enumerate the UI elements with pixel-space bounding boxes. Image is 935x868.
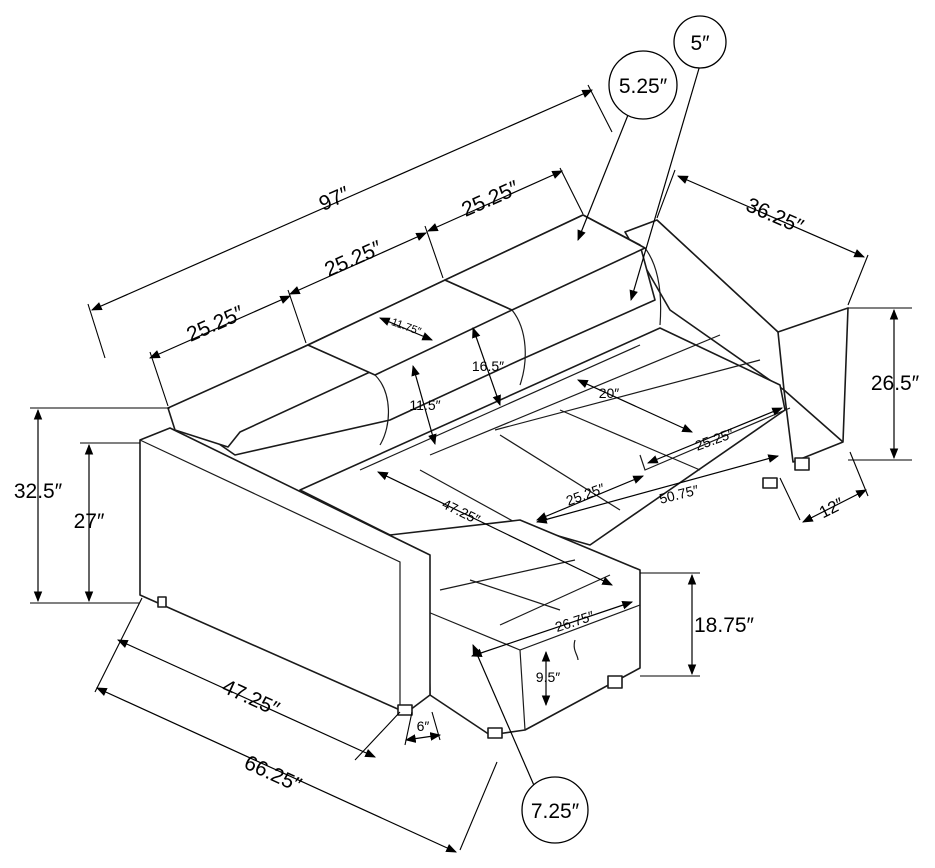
label-back-cushion-1: 25.25″: [183, 301, 248, 346]
label-arm-height: 26.5″: [871, 372, 920, 395]
label-overall-width: 97″: [316, 182, 354, 216]
dimension-lines: [30, 64, 912, 853]
callouts: [521, 15, 727, 844]
label-headrest-height: 16.5″: [472, 358, 504, 374]
label-5: 5″: [690, 32, 710, 55]
label-seat-height: 27″: [74, 510, 105, 533]
label-storage-depth: 9.5″: [536, 669, 560, 685]
label-leg-offset: 12″: [816, 494, 847, 522]
label-ottoman-height: 18.75″: [694, 614, 755, 637]
label-total-length: 66.25″: [241, 751, 306, 797]
label-leg-small: 6″: [417, 718, 430, 734]
sofa-illustration: [139, 214, 849, 739]
label-back-cushion-3: 25.25″: [458, 176, 523, 221]
label-seat-depth: 20″: [599, 385, 620, 401]
label-overall-height: 32.5″: [14, 480, 63, 503]
label-back-height: 11.5″: [409, 397, 440, 413]
callout-circle-5-25: [608, 50, 678, 120]
label-back-cushion-2: 25.25″: [321, 236, 386, 281]
label-depth: 36.25″: [742, 194, 807, 239]
label-5-25: 5.25″: [619, 75, 668, 98]
callout-circle-7-25: [521, 776, 589, 844]
label-7-25: 7.25″: [531, 800, 580, 823]
label-side-length: 47.25″: [219, 675, 284, 721]
callout-circle-5: [673, 15, 727, 69]
